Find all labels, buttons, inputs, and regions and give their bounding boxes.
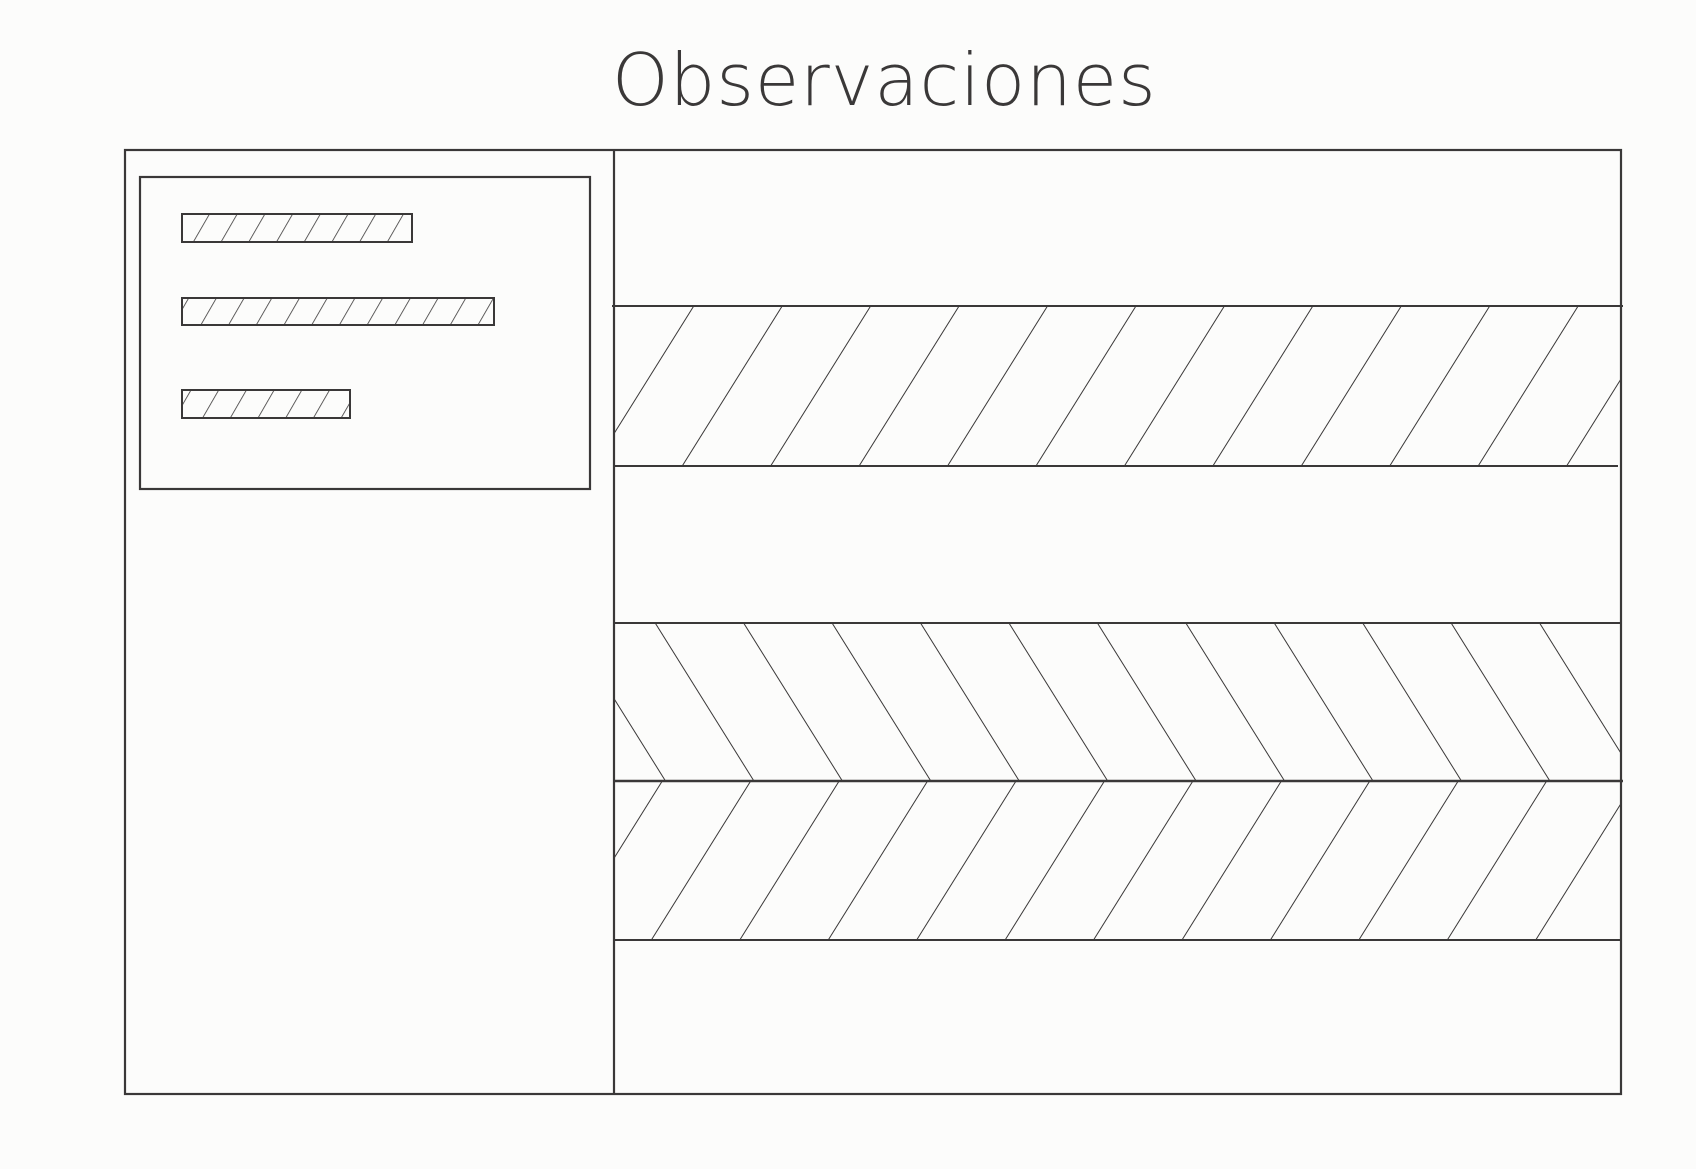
filter-bar-3[interactable] [181,389,351,419]
filter-bar-1[interactable] [181,213,413,243]
band-row-5[interactable] [614,781,1621,940]
band-row-1[interactable] [614,150,1621,306]
filter-panel-frame [138,175,592,491]
band-row-6[interactable] [614,940,1621,1094]
page-title-text: Observaciones [612,38,1157,122]
observation-list [612,150,1623,1094]
filter-panel[interactable] [138,175,592,491]
band-row-3[interactable] [614,466,1621,623]
band-row-2[interactable] [614,306,1621,466]
band-row-4[interactable] [614,623,1621,781]
filter-bar-2[interactable] [181,297,495,326]
